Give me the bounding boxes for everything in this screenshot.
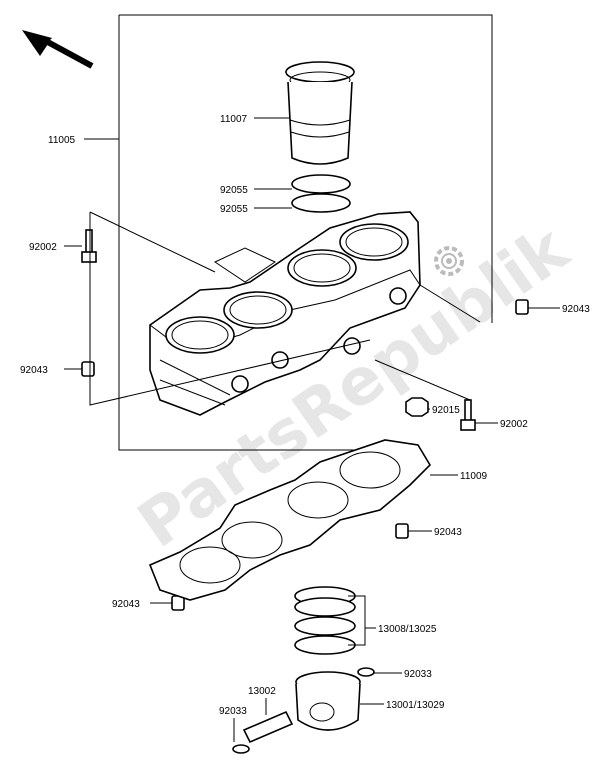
label-92033-b: 92033 [219, 706, 247, 717]
label-11007: 11007 [220, 114, 248, 125]
part-labels: 11007 11005 92055 92055 92002 92043 9204… [20, 114, 590, 717]
label-13002: 13002 [248, 686, 276, 697]
stud-bolt-right [460, 399, 476, 431]
assembly-bracket [118, 14, 493, 451]
label-92043-d: 92043 [112, 599, 140, 610]
dowel-pins [81, 299, 529, 611]
o-rings [291, 174, 351, 213]
label-92015: 92015 [432, 405, 460, 416]
stud-bolt-left [81, 229, 97, 263]
piston-pin [242, 710, 294, 744]
label-92033-a: 92033 [404, 669, 432, 680]
label-13001-13029: 13001/13029 [386, 700, 445, 711]
piston-rings [294, 586, 356, 655]
label-92002-a: 92002 [29, 242, 57, 253]
label-11009: 11009 [460, 471, 488, 482]
front-arrow-icon [22, 30, 94, 69]
label-13008-13025: 13008/13025 [378, 624, 437, 635]
label-92055-a: 92055 [220, 185, 248, 196]
cap-nut [405, 397, 429, 417]
head-gasket [148, 439, 432, 601]
label-11005: 11005 [48, 135, 76, 146]
label-92043-a: 92043 [562, 304, 590, 315]
cylinder-liner [285, 61, 355, 165]
leader-lines [64, 117, 560, 742]
label-92055-b: 92055 [220, 204, 248, 215]
circlips [232, 667, 375, 754]
label-92002-b: 92002 [500, 419, 528, 430]
gear-icon [434, 246, 464, 276]
label-92043-b: 92043 [20, 365, 48, 376]
label-92043-c: 92043 [434, 527, 462, 538]
cylinder-block [149, 211, 421, 416]
piston [295, 671, 361, 731]
